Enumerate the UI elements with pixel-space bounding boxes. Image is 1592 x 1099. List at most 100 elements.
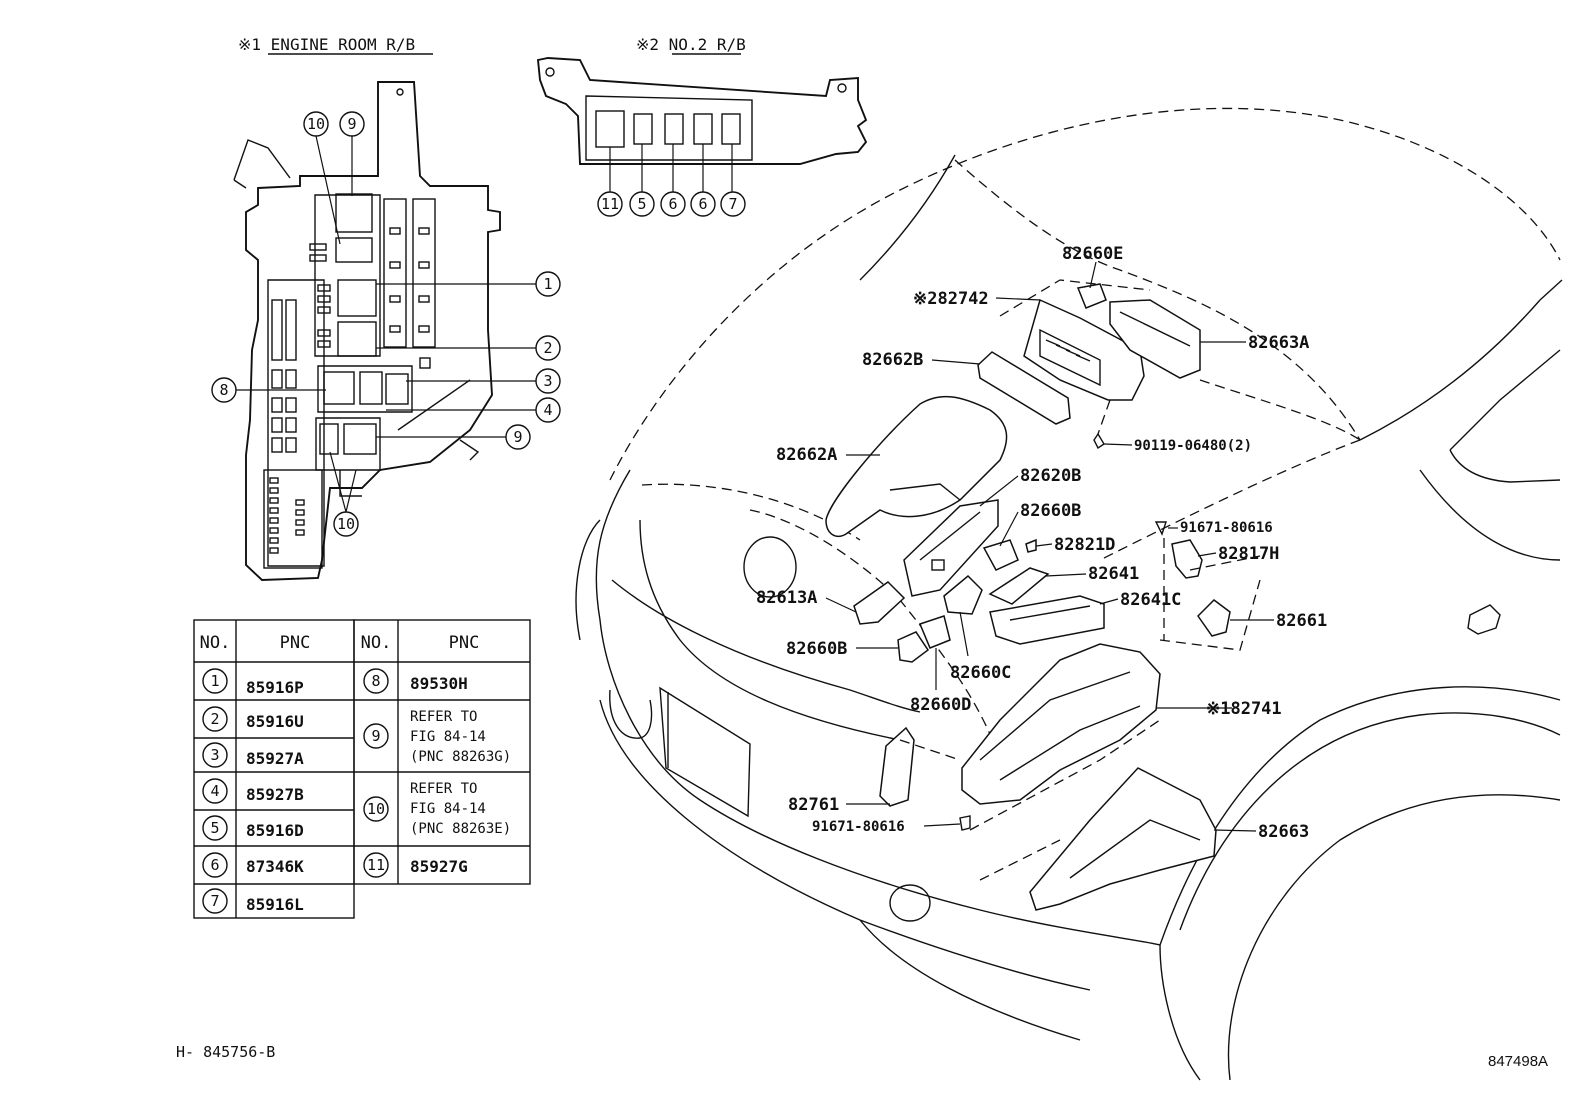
- svg-text:3: 3: [210, 746, 219, 764]
- marker-8: 8: [211, 377, 237, 403]
- engine-room-rb-title: ※1 ENGINE ROOM R/B: [238, 35, 415, 54]
- svg-text:85927G: 85927G: [410, 857, 468, 876]
- marker-3: 3: [535, 368, 561, 394]
- label-82742: ※282742: [913, 289, 989, 309]
- svg-text:REFER TO: REFER TO: [410, 781, 477, 797]
- svg-text:1: 1: [543, 275, 552, 293]
- svg-text:85927A: 85927A: [246, 749, 304, 768]
- marker-9-lower: 9: [505, 424, 531, 450]
- table-row: 6 87346K: [202, 852, 304, 878]
- svg-text:87346K: 87346K: [246, 857, 304, 876]
- svg-text:85916P: 85916P: [246, 678, 304, 697]
- part-82613A: [853, 581, 906, 625]
- svg-text:FIG 84-14: FIG 84-14: [410, 801, 486, 817]
- svg-text:6: 6: [698, 195, 707, 213]
- svg-text:85927B: 85927B: [246, 785, 304, 804]
- marker-1: 1: [535, 271, 561, 297]
- table-row: 9 REFER TO FIG 84-14 (PNC 88263G): [363, 709, 511, 765]
- table-header-pnc-right: PNC: [449, 633, 480, 653]
- part-82661: [1197, 599, 1231, 637]
- table-row: 2 85916U: [202, 706, 304, 732]
- label-82662B: 82662B: [862, 350, 923, 370]
- svg-text:(PNC 88263G): (PNC 88263G): [410, 749, 511, 765]
- svg-text:6: 6: [668, 195, 677, 213]
- part-callout-leaders: [825, 261, 1274, 832]
- engine-room-leaders: [236, 135, 536, 513]
- svg-text:2: 2: [210, 710, 219, 728]
- part-82641: [988, 567, 1050, 605]
- part-82660D: [918, 615, 951, 649]
- marker-6-no2-b: 6: [690, 191, 716, 217]
- svg-text:85916D: 85916D: [246, 821, 304, 840]
- label-82620B: 82620B: [1020, 466, 1081, 486]
- label-82663: 82663: [1258, 822, 1309, 842]
- label-82660B-upper: 82660B: [1020, 501, 1081, 521]
- label-91671-80616-upper: 91671-80616: [1180, 520, 1273, 536]
- label-82613A: 82613A: [756, 588, 817, 608]
- svg-text:5: 5: [210, 819, 219, 837]
- table-row: 8 89530H: [363, 668, 468, 694]
- marker-9-top: 9: [339, 111, 365, 137]
- part-82663A: [1109, 299, 1201, 379]
- part-callouts: 82660E ※282742 82663A 82662B 90119-06480…: [756, 244, 1327, 842]
- part-82817H: [1171, 539, 1203, 579]
- label-82660C: 82660C: [950, 663, 1011, 683]
- label-82662A: 82662A: [776, 445, 837, 465]
- diagram-code-left: H- 845756-B: [176, 1043, 275, 1061]
- label-82821D: 82821D: [1054, 535, 1115, 555]
- label-82761: 82761: [788, 795, 839, 815]
- label-91671-80616-lower: 91671-80616: [812, 819, 905, 835]
- part-82660C: [943, 574, 983, 615]
- part-82821D: [1025, 538, 1037, 553]
- marker-5-no2: 5: [629, 191, 655, 217]
- svg-text:REFER TO: REFER TO: [410, 709, 477, 725]
- svg-text:11: 11: [601, 195, 619, 213]
- label-82661: 82661: [1276, 611, 1327, 631]
- marker-10-lower: 10: [333, 511, 359, 537]
- no2-relay-block: [536, 57, 868, 192]
- svg-text:9: 9: [371, 727, 380, 745]
- label-82660B-lower: 82660B: [786, 639, 847, 659]
- table-row: 11 85927G: [363, 852, 468, 878]
- circled-number-markers: 10 9 1 2 8 3 4 9 10 11 5 6 6 7: [211, 111, 746, 537]
- label-82741: ※182741: [1206, 699, 1282, 719]
- svg-text:10: 10: [307, 115, 325, 133]
- part-82662B: [977, 351, 1071, 425]
- marker-10-top: 10: [303, 111, 329, 137]
- marker-2: 2: [535, 335, 561, 361]
- part-82662A: [825, 395, 1008, 538]
- svg-text:6: 6: [210, 856, 219, 874]
- table-header-no-left: NO.: [200, 633, 231, 653]
- marker-11-no2: 11: [597, 191, 623, 217]
- part-82761: [879, 726, 915, 807]
- svg-text:1: 1: [210, 672, 219, 690]
- label-82641: 82641: [1088, 564, 1139, 584]
- component-drawings: [825, 279, 1261, 911]
- label-82660D: 82660D: [910, 695, 971, 715]
- part-82641C: [989, 595, 1105, 645]
- table-row: 7 85916L: [202, 888, 304, 914]
- no2-rb-title: ※2 NO.2 R/B: [636, 35, 746, 54]
- table-row: 10 REFER TO FIG 84-14 (PNC 88263E): [363, 781, 511, 837]
- table-header-no-right: NO.: [361, 633, 392, 653]
- part-82660B-lower: [897, 631, 930, 663]
- svg-text:9: 9: [347, 115, 356, 133]
- svg-text:5: 5: [637, 195, 646, 213]
- svg-text:7: 7: [210, 892, 219, 910]
- label-90119-06480: 90119-06480(2): [1134, 438, 1252, 454]
- svg-text:(PNC 88263E): (PNC 88263E): [410, 821, 511, 837]
- svg-text:4: 4: [543, 401, 552, 419]
- svg-text:3: 3: [543, 372, 552, 390]
- svg-text:FIG 84-14: FIG 84-14: [410, 729, 486, 745]
- svg-text:8: 8: [371, 672, 380, 690]
- svg-text:10: 10: [367, 800, 385, 818]
- svg-text:8: 8: [219, 381, 228, 399]
- marker-4: 4: [535, 397, 561, 423]
- svg-text:85916L: 85916L: [246, 895, 304, 914]
- marker-6-no2-a: 6: [660, 191, 686, 217]
- label-82641C: 82641C: [1120, 590, 1181, 610]
- svg-text:4: 4: [210, 782, 219, 800]
- svg-text:11: 11: [367, 856, 385, 874]
- table-row: 4 85927B: [202, 778, 304, 804]
- svg-text:7: 7: [728, 195, 737, 213]
